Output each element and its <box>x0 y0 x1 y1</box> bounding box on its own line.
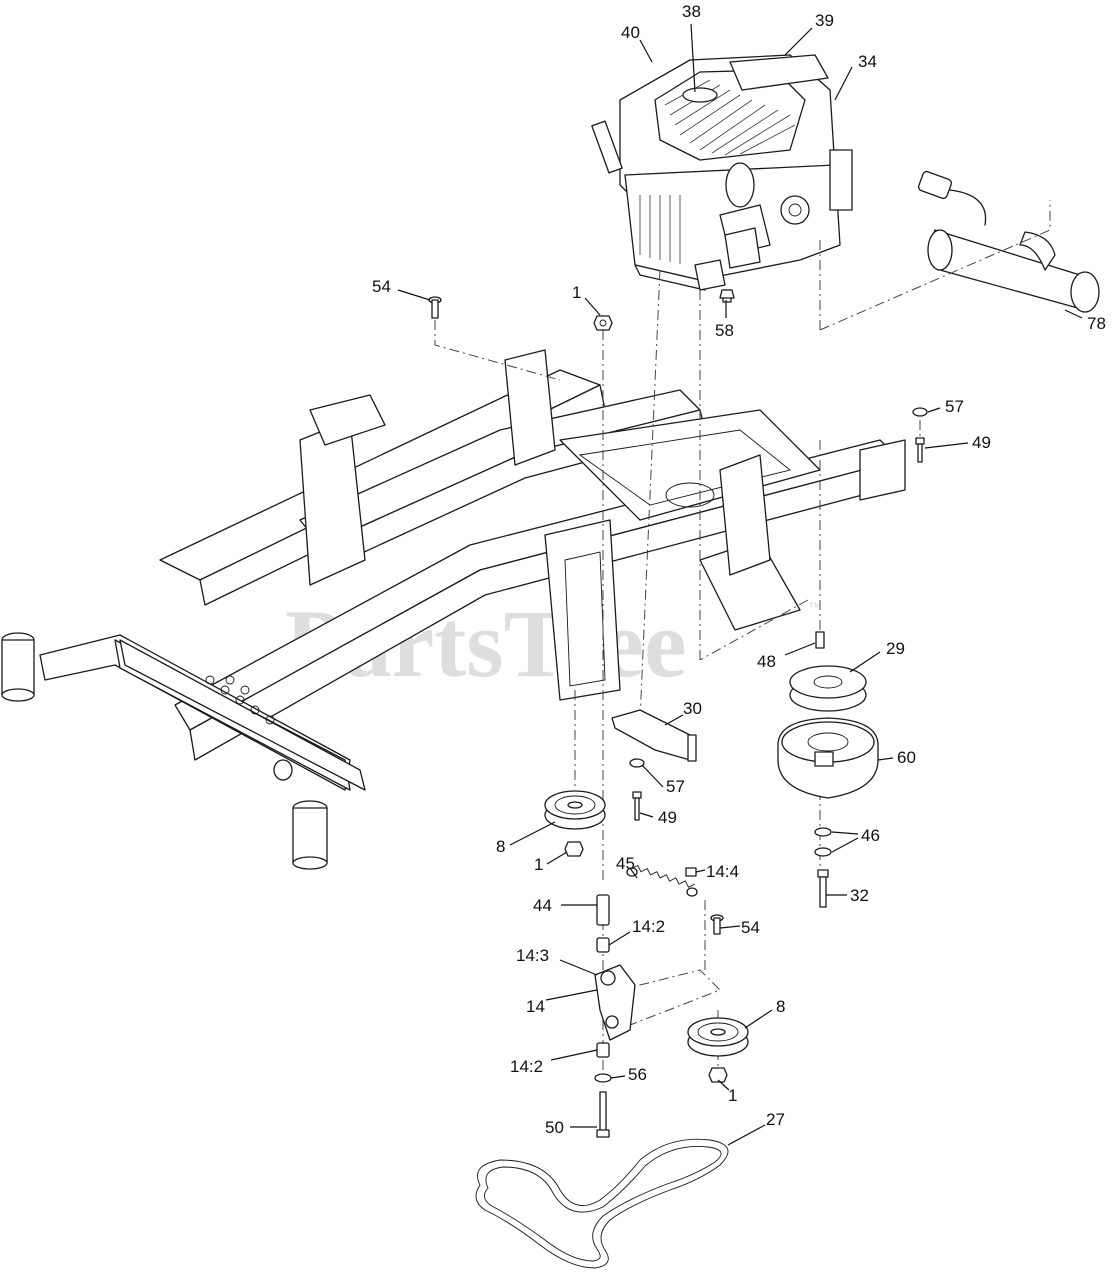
callout-38: 38 <box>682 2 701 21</box>
frame-holes <box>205 675 275 725</box>
callout-57-lower: 57 <box>666 777 685 796</box>
callout-14-3: 14:3 <box>516 946 549 965</box>
callout-8: 8 <box>496 837 505 856</box>
callout-34: 34 <box>858 52 877 71</box>
callout-14-2: 14:2 <box>632 917 665 936</box>
callout-1: 1 <box>572 283 581 302</box>
callout-54-lower: 54 <box>741 918 760 937</box>
engine-assembly <box>591 54 853 303</box>
chassis-frame <box>1 349 906 870</box>
callout-14-2-lower: 14:2 <box>510 1057 543 1076</box>
callout-54: 54 <box>372 277 391 296</box>
muffler <box>917 170 1100 313</box>
pulleys <box>544 665 879 1057</box>
callout-1-mid: 1 <box>534 855 543 874</box>
callout-30: 30 <box>683 699 702 718</box>
callout-56: 56 <box>628 1065 647 1084</box>
fasteners <box>428 289 928 1138</box>
callout-14: 14 <box>526 997 545 1016</box>
callout-49: 49 <box>972 433 991 452</box>
callout-32: 32 <box>850 886 869 905</box>
callout-48: 48 <box>757 652 776 671</box>
callout-58: 58 <box>715 321 734 340</box>
callout-46: 46 <box>861 826 880 845</box>
callout-1-lower: 1 <box>728 1086 737 1105</box>
callout-49-lower: 49 <box>658 808 677 827</box>
callout-57: 57 <box>945 397 964 416</box>
callouts: 38 40 39 34 54 1 58 78 57 49 48 29 30 60… <box>372 2 1106 1137</box>
assembly-lines <box>434 200 1051 1080</box>
callout-14-4: 14:4 <box>706 862 739 881</box>
callout-45: 45 <box>616 854 635 873</box>
callout-29: 29 <box>886 639 905 658</box>
callout-44: 44 <box>533 896 552 915</box>
callout-78: 78 <box>1087 314 1106 333</box>
callout-39: 39 <box>815 11 834 30</box>
watermark-trademark: ™ <box>808 599 822 615</box>
callout-8-lower: 8 <box>776 997 785 1016</box>
callout-40: 40 <box>621 23 640 42</box>
callout-50: 50 <box>545 1118 564 1137</box>
callout-60: 60 <box>897 748 916 767</box>
leader-lines <box>397 23 1083 1146</box>
callout-27: 27 <box>766 1110 785 1129</box>
drive-belt <box>475 1138 729 1269</box>
